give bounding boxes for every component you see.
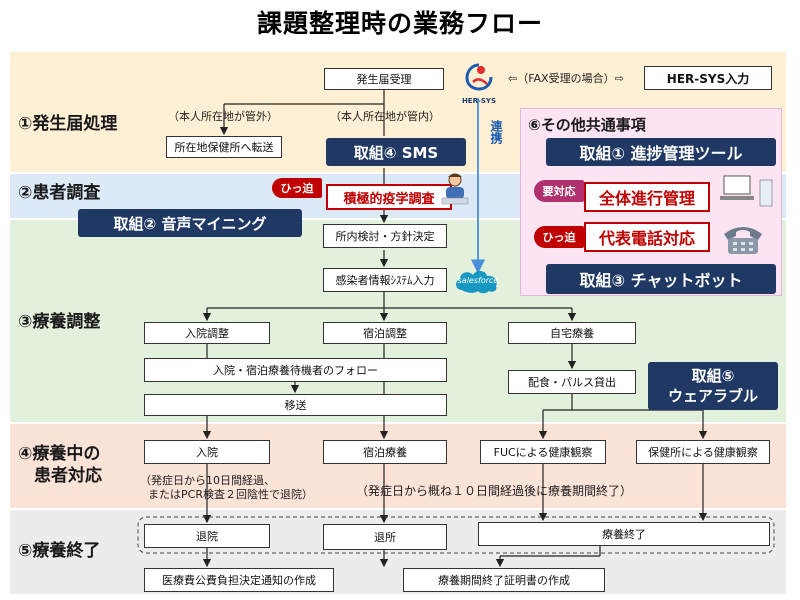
initiative-voice-mining: 取組② 音声マイニング bbox=[78, 209, 302, 237]
isou-box: 移送 bbox=[144, 394, 447, 416]
kangai-note: （本人所在地が管外） bbox=[168, 110, 278, 123]
phase-4-label-line-2: 患者対応 bbox=[34, 466, 102, 486]
system-box: 感染者情報ｼｽﾃﾑ入力 bbox=[323, 268, 447, 292]
initiative-sms: 取組④ SMS bbox=[326, 138, 466, 166]
shukuhaku-chosei-box: 宿泊調整 bbox=[323, 322, 447, 344]
youtaiou-tag: 要対応 bbox=[534, 180, 584, 202]
nyuin-box: 入院 bbox=[144, 440, 270, 464]
daihyo-box: 代表電話対応 bbox=[584, 222, 710, 252]
hippaku-tag-1: ひっ迫 bbox=[272, 178, 322, 198]
phase-6-label: ⑥その他共通事項 bbox=[528, 116, 646, 134]
monitor-icon bbox=[716, 174, 774, 214]
initiative-wearable: 取組⑤ ウェアラブル bbox=[648, 362, 778, 410]
hippaku-tag-2: ひっ迫 bbox=[534, 226, 584, 248]
initiative-wearable-line-2: ウェアラブル bbox=[667, 387, 758, 405]
hersys-input-box: HER-SYS入力 bbox=[644, 66, 772, 90]
taiin-note-line-1: （発症日から10日間経過、 bbox=[140, 474, 275, 487]
phase-4-band bbox=[10, 424, 786, 508]
phase-4-label-line-1: ④療養中の bbox=[18, 444, 101, 464]
kentou-box: 所内検討・方針決定 bbox=[323, 224, 447, 248]
phase-1-label: ①発生届処理 bbox=[18, 114, 118, 134]
taisho-box: 退所 bbox=[323, 524, 447, 550]
hersys-logo: HER-SYS bbox=[459, 62, 499, 105]
tensou-box: 所在地保健所へ転送 bbox=[166, 136, 282, 158]
hippaku-tag-1-text: ひっ迫 bbox=[280, 182, 314, 195]
taiin-box: 退院 bbox=[144, 524, 270, 548]
taiin-note-line-2: またはPCR検査２回陰性で退院） bbox=[148, 488, 313, 501]
renkei-text: 連携 bbox=[489, 120, 503, 144]
hassei-box: 発生届受理 bbox=[324, 68, 444, 90]
telephone-icon bbox=[718, 218, 768, 258]
sekkyoku-box: 積極的疫学調査 bbox=[326, 184, 452, 210]
phase-2-label: ②患者調査 bbox=[18, 183, 101, 203]
initiative-shinchoku-tool: 取組① 進捗管理ツール bbox=[546, 138, 776, 166]
haishoku-box: 配食・パルス貸出 bbox=[508, 370, 636, 394]
fax-note: ⇦（FAX受理の場合）⇨ bbox=[508, 72, 624, 85]
jitaku-box: 自宅療養 bbox=[508, 322, 636, 344]
page-title: 課題整理時の業務フロー bbox=[256, 9, 543, 38]
salesforce-logo: salesforce bbox=[452, 266, 504, 296]
shukuhaku-box: 宿泊療養 bbox=[323, 440, 447, 464]
initiative-wearable-line-1: 取組⑤ bbox=[691, 367, 735, 385]
initiative-chatbot: 取組③ チャットボット bbox=[546, 264, 776, 294]
hersys-logo-text: HER-SYS bbox=[461, 97, 497, 105]
iryohi-box: 医療費公費負担決定通知の作成 bbox=[144, 568, 334, 592]
zentai-box: 全体進行管理 bbox=[584, 182, 710, 212]
nyuin-chosei-box: 入院調整 bbox=[144, 322, 270, 344]
hokenjo-box: 保健所による健康観察 bbox=[636, 440, 770, 464]
renkei-label: 連携 bbox=[486, 120, 503, 150]
salesforce-logo-text: salesforce bbox=[457, 276, 499, 285]
fuc-box: FUCによる健康観察 bbox=[480, 440, 606, 464]
kannai-note: （本人所在地が管内） bbox=[330, 110, 440, 123]
shomei-box: 療養期間終了証明書の作成 bbox=[403, 568, 605, 592]
hippaku-tag-2-text: ひっ迫 bbox=[542, 231, 576, 244]
follow-box: 入院・宿泊療養待機者のフォロー bbox=[144, 358, 447, 382]
phase-3-label: ③療養調整 bbox=[18, 312, 101, 332]
ryoyo-end-box: 療養終了 bbox=[478, 522, 770, 546]
youtaiou-tag-text: 要対応 bbox=[542, 185, 576, 198]
phase-5-label: ⑤療養終了 bbox=[18, 541, 101, 561]
worker-illustration bbox=[440, 172, 470, 206]
kikan-note: （発症日から概ね１０日間経過後に療養期間終了） bbox=[356, 484, 633, 498]
